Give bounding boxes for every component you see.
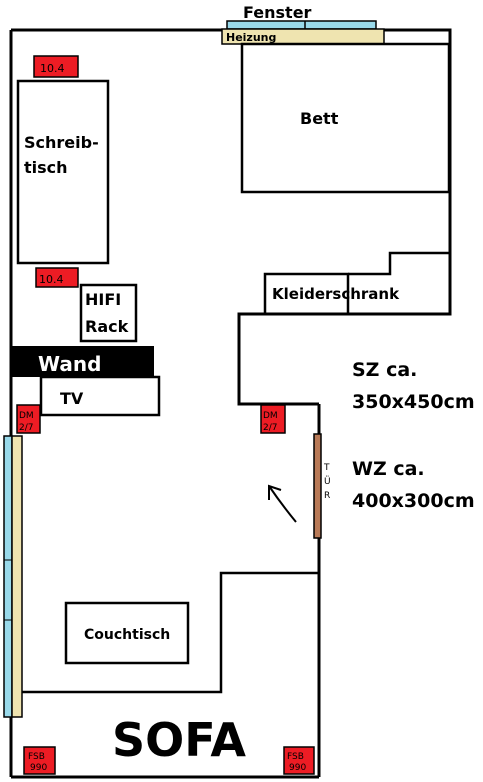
speaker-dm-left [16,404,41,434]
wall-block [11,346,154,377]
coffee-table [64,601,190,665]
living-size-line2: 400x300cm [352,490,475,512]
heater-left [11,435,23,718]
wardrobe [263,251,450,314]
door [313,433,322,539]
hifi-label-line1: HIFI [85,290,121,309]
speaker-desk-top-label: 10.4 [40,62,65,75]
hifi-label-line2: Rack [85,317,129,336]
sofa [22,571,319,694]
sofa-label: SOFA [112,713,246,767]
speaker-fsb-right-line2: 990 [289,763,306,773]
speaker-desk-bottom-label: 10.4 [39,273,64,286]
speaker-dm-left-line1: DM [19,411,34,421]
speaker-fsb-left-line2: 990 [30,763,47,773]
window-label: Fenster [243,3,312,22]
wall-bedroom-outline [237,28,452,406]
bed [240,42,451,194]
bed-label: Bett [300,109,339,128]
desk [16,79,110,265]
speaker-dm-right-line1: DM [263,411,278,421]
hifi-rack [79,283,138,343]
speaker-dm-right [260,404,286,434]
bedroom-size-line1: SZ ca. [352,359,417,381]
door-label-t: T [323,463,330,473]
wardrobe-label: Kleiderschrank [272,285,400,303]
tv [39,375,161,417]
speaker-fsb-left-line1: FSB [28,752,45,762]
door-label-u: Ü [324,476,331,487]
living-size-line1: WZ ca. [352,458,425,480]
speaker-dm-left-line2: 2/7 [19,423,33,433]
window [226,20,377,30]
heater-label: Heizung [226,31,276,44]
speaker-fsb-left [23,746,56,775]
entry-arrow [268,485,297,523]
tv-label: TV [60,389,84,408]
speaker-fsb-right-line1: FSB [287,752,304,762]
bedroom-size-line2: 350x450cm [352,391,475,413]
window-left [3,435,13,718]
speaker-dm-right-line2: 2/7 [263,423,277,433]
desk-label-line1: Schreib- [24,133,99,152]
speaker-desk-top [33,55,79,78]
coffee-table-label: Couchtisch [84,627,170,643]
door-label-r: R [324,491,330,501]
wall-label: Wand [38,352,101,376]
desk-label-line2: tisch [24,158,68,177]
speaker-fsb-right [283,746,315,775]
speaker-desk-bottom [35,267,79,288]
